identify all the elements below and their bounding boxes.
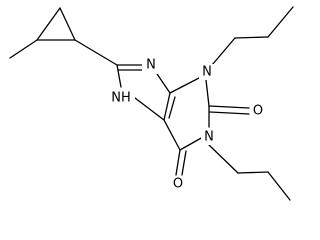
- bond-cyclopropyl-a: [36, 7, 61, 41]
- bond-n1-propyl-3: [267, 171, 291, 201]
- structure-diagram: N N NH N O O: [9, 6, 294, 201]
- atom-label-o6: O: [173, 177, 183, 192]
- bond-n3-propyl-2: [234, 36, 269, 39]
- bond-c6-c5: [163, 119, 181, 151]
- bond-n1-propyl-1: [208, 144, 239, 174]
- bond-c8-n7: [116, 64, 122, 88]
- bond-cyclopropyl-to-c8: [74, 39, 118, 66]
- bond-n7-c5: [134, 97, 165, 121]
- bond-c2-o2: [208, 105, 250, 109]
- bond-n1-propyl-2: [237, 171, 269, 174]
- bond-c6-o6-double: [181, 150, 187, 176]
- bond-n1-c6: [179, 136, 204, 151]
- atom-label-n3: N: [202, 65, 212, 80]
- atom-label-n1: N: [204, 130, 214, 145]
- bond-c6-o6: [175, 149, 181, 176]
- atom-label-o2: O: [253, 104, 263, 119]
- bond-c4-c5: [163, 92, 171, 121]
- molecule-svg: N N NH N O O: [9, 6, 294, 201]
- bond-methyl: [9, 39, 38, 59]
- bond-n3-propyl-1: [211, 37, 236, 66]
- atom-label-nh7: NH: [111, 91, 131, 106]
- bond-c4-c5-double: [168, 96, 176, 119]
- bond-c4-n3: [169, 77, 200, 94]
- bond-n3-c2: [205, 79, 210, 107]
- atom-label-n-imidazole: N: [146, 58, 156, 73]
- bond-cyclopropyl-b: [59, 7, 76, 41]
- bond-n3-propyl-3: [267, 6, 294, 38]
- bond-c2-o2-double: [209, 111, 250, 115]
